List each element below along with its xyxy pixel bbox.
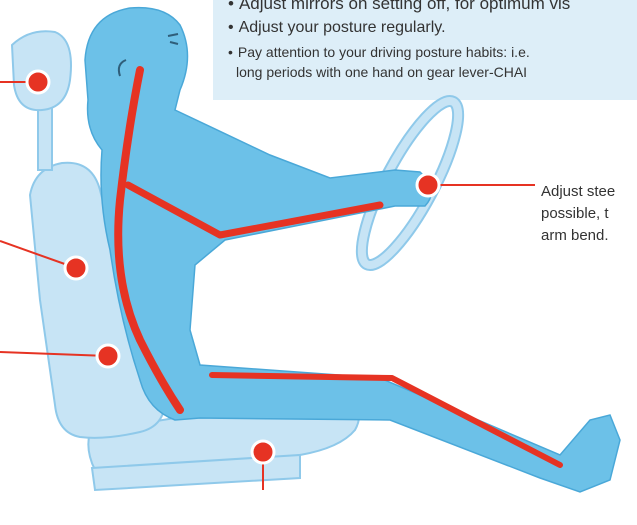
tip-mirrors: • Adjust mirrors on setting off, for opti… bbox=[228, 0, 570, 14]
cushion-marker bbox=[252, 441, 274, 463]
tip-text: Pay attention to your driving posture ha… bbox=[238, 44, 530, 60]
tip-habits-continued: long periods with one hand on gear lever… bbox=[236, 64, 527, 80]
steering-callout-line: possible, t bbox=[541, 203, 637, 225]
tip-posture: • Adjust your posture regularly. bbox=[228, 19, 446, 37]
steering-callout-line: arm bend. bbox=[541, 225, 637, 247]
backrest-lumbar-marker bbox=[97, 345, 119, 367]
tip-text: Adjust mirrors on setting off, for optim… bbox=[239, 0, 570, 13]
tip-text: long periods with one hand on gear lever… bbox=[236, 64, 527, 80]
bullet: • bbox=[228, 0, 234, 13]
bullet: • bbox=[228, 19, 234, 36]
tip-habits: • Pay attention to your driving posture h… bbox=[228, 44, 530, 60]
steering-callout: Adjust stee possible, t arm bend. bbox=[541, 181, 637, 247]
steering-callout-line: Adjust stee bbox=[541, 181, 637, 203]
bullet: • bbox=[228, 44, 233, 60]
headrest-marker bbox=[27, 71, 49, 93]
backrest-upper-marker bbox=[65, 257, 87, 279]
tip-text: Adjust your posture regularly. bbox=[239, 19, 446, 36]
steering-marker bbox=[417, 174, 439, 196]
